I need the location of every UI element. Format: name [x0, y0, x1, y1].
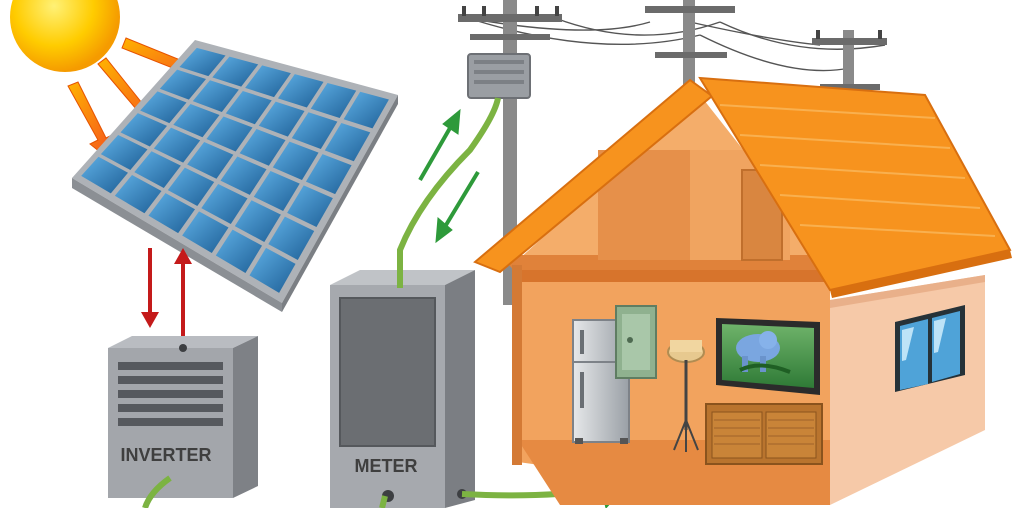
sun-icon: [10, 0, 120, 72]
solar-cell: [114, 174, 162, 214]
solar-cell: [277, 74, 324, 108]
solar-cell: [192, 80, 239, 112]
solar-cell: [287, 185, 333, 228]
solar-cell: [179, 47, 226, 77]
television-icon: [716, 318, 820, 395]
solar-cell: [173, 103, 220, 138]
meter-icon: METER: [330, 270, 475, 508]
solar-cell: [343, 91, 389, 129]
solar-panel-icon: [72, 40, 398, 312]
solar-cell: [182, 211, 229, 254]
breaker-box-icon: [615, 305, 657, 379]
solar-cell: [153, 127, 201, 163]
solar-cell: [324, 122, 371, 162]
solar-cell: [249, 247, 296, 293]
inverter-icon: INVERTER: [108, 336, 258, 498]
solar-cell: [215, 229, 263, 273]
solar-cell: [245, 65, 291, 98]
solar-cell: [212, 56, 259, 87]
solar-cell: [206, 116, 253, 152]
solar-cell: [187, 142, 234, 179]
solar-cell: [148, 193, 196, 234]
solar-cell: [140, 91, 187, 124]
solar-cell: [258, 101, 305, 137]
dc-wires: [141, 248, 192, 348]
transformer-icon: [467, 53, 531, 99]
solar-cell: [100, 134, 148, 170]
solar-cell: [234, 200, 281, 242]
window-icon: [895, 305, 965, 392]
solar-cell: [239, 129, 286, 166]
meter-label: METER: [355, 456, 418, 476]
power-lines: [467, 17, 886, 72]
solar-cell: [167, 167, 215, 206]
floor-lamp-icon: [667, 340, 705, 452]
utility-pole-icon: [645, 0, 735, 95]
solar-cell: [291, 112, 338, 149]
cabinet-icon: [705, 403, 823, 465]
inverter-label: INVERTER: [120, 445, 211, 465]
solar-cell: [134, 151, 181, 188]
solar-cell: [159, 69, 207, 100]
solar-cell: [201, 183, 248, 224]
solar-cell: [272, 141, 319, 180]
solar-cell: [305, 154, 352, 195]
solar-cell: [225, 90, 272, 125]
solar-cell: [310, 82, 357, 118]
solar-cell: [81, 156, 128, 194]
solar-cell: [268, 216, 315, 260]
solar-cell: [120, 113, 168, 147]
solar-cell: [253, 170, 300, 211]
inverter-ac-wire: [142, 475, 172, 508]
utility-pole-icon: [812, 30, 887, 105]
solar-cell: [220, 156, 267, 195]
